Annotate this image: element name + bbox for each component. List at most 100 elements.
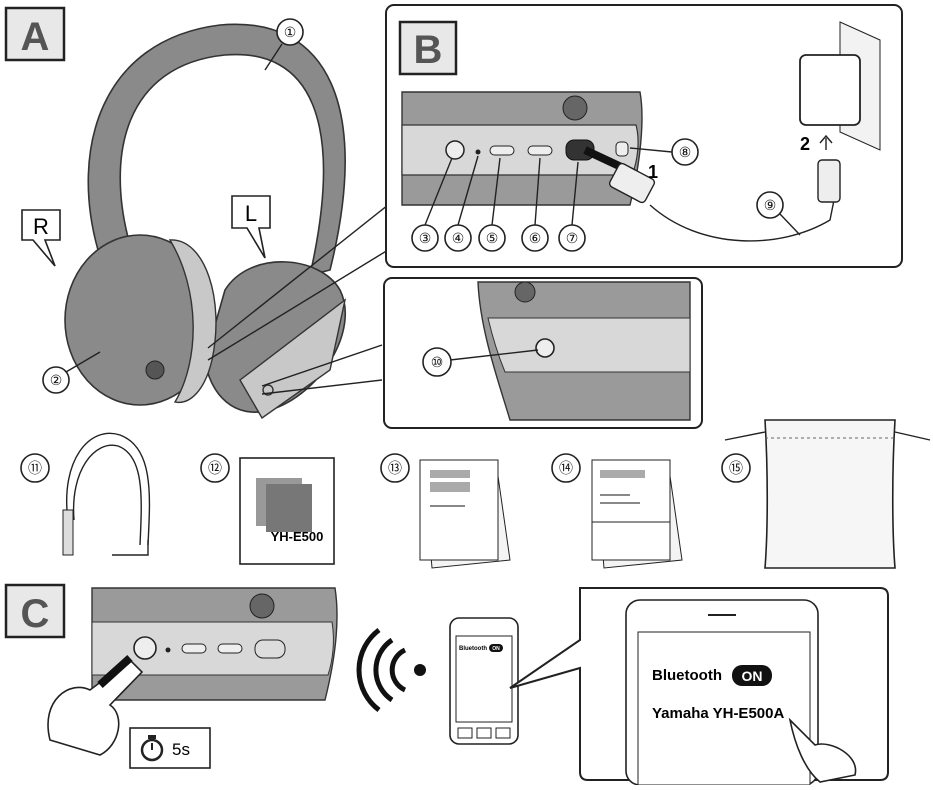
section-b-box bbox=[398, 20, 458, 76]
small-on-text: ON bbox=[492, 646, 500, 652]
audio-cable-coil bbox=[66, 432, 151, 546]
earcup-band-aux bbox=[487, 317, 691, 373]
vol-up-c-icon bbox=[181, 643, 207, 654]
callout-1 bbox=[276, 18, 304, 46]
callout-9-text: ⑨ bbox=[764, 197, 777, 213]
callout-12 bbox=[200, 453, 230, 483]
small-on-badge bbox=[489, 644, 503, 652]
aux-panel: ⑩ bbox=[383, 277, 703, 429]
mic-icon bbox=[615, 141, 629, 157]
carry-pouch bbox=[764, 419, 896, 569]
accessories-row: ⑪ ⑫ YH-E500 ⑬ ⑭ ⑮ bbox=[20, 419, 931, 569]
r-tag bbox=[21, 209, 61, 267]
callout-15-text: ⑮ bbox=[729, 460, 743, 476]
r-tag-label: R bbox=[33, 214, 49, 239]
device-name[interactable]: Yamaha YH-E500A bbox=[652, 705, 784, 722]
callout-6-text: ⑥ bbox=[529, 230, 542, 246]
yamaha-logo-b-icon bbox=[562, 95, 588, 121]
volume-up-button-icon bbox=[489, 145, 515, 156]
callout-5-text: ⑤ bbox=[486, 230, 499, 246]
stopwatch-icon bbox=[140, 738, 164, 762]
vol-down-c-icon bbox=[217, 643, 243, 654]
doc-13-line bbox=[430, 482, 470, 492]
smartphone-large-screen bbox=[637, 631, 811, 786]
doc-13-line bbox=[430, 470, 470, 478]
phone-nav-key bbox=[476, 727, 492, 739]
callout-12-text: ⑫ bbox=[208, 460, 222, 476]
section-c-box bbox=[4, 583, 66, 639]
section-a: A R L ① ② bbox=[4, 6, 389, 420]
box-graphic-front bbox=[266, 484, 312, 532]
callouts-b: ③ ④ ⑤ ⑥ ⑦ ⑧ ⑨ bbox=[411, 138, 801, 252]
doc-13-line bbox=[430, 505, 465, 507]
right-earcup-rim bbox=[168, 239, 217, 404]
callout-1-text: ① bbox=[284, 24, 297, 40]
callout-10 bbox=[422, 347, 452, 377]
aux-input-icon bbox=[535, 338, 555, 358]
callout-14-text: ⑭ bbox=[559, 460, 573, 476]
doc-14-line bbox=[600, 502, 640, 504]
l-tag-label: L bbox=[245, 201, 257, 226]
callout-7-text: ⑦ bbox=[566, 230, 579, 246]
yamaha-logo-icon bbox=[145, 360, 165, 380]
volume-down-button-icon bbox=[527, 145, 553, 156]
callout-3-text: ③ bbox=[419, 230, 432, 246]
press-arrow-icon bbox=[97, 655, 133, 688]
earcup-band-c bbox=[91, 621, 334, 676]
callout-13-text: ⑬ bbox=[388, 460, 402, 476]
led-c-icon bbox=[165, 647, 171, 653]
section-b-label: B bbox=[414, 28, 443, 72]
step-2-label: 2 bbox=[800, 134, 810, 154]
pouch-strings bbox=[724, 431, 931, 441]
section-c-label: C bbox=[21, 592, 50, 636]
power-button-c-icon bbox=[133, 636, 157, 660]
timer-label: 5s bbox=[172, 740, 190, 759]
callout-11-text: ⑪ bbox=[28, 460, 42, 476]
callout-2 bbox=[42, 366, 70, 394]
usb-plug-b-icon bbox=[608, 162, 656, 204]
step-1-label: 1 bbox=[648, 162, 658, 182]
audio-plug-angled-icon bbox=[112, 540, 149, 556]
indicator-led-icon bbox=[475, 149, 481, 155]
callout-14 bbox=[551, 453, 581, 483]
large-bt-label: Bluetooth bbox=[652, 667, 722, 684]
l-tag bbox=[231, 195, 271, 259]
callout-10-text: ⑩ bbox=[431, 354, 444, 370]
section-c: C 5s Bluetooth ON bbox=[4, 583, 889, 786]
section-b: B 1 2 ③ ④ ⑤ ⑥ bbox=[385, 4, 903, 268]
stopwatch-top bbox=[148, 735, 156, 739]
small-bt-label: Bluetooth bbox=[459, 646, 487, 652]
callout-9 bbox=[756, 191, 784, 219]
phone-nav-key bbox=[457, 727, 473, 739]
hand-tap-icon bbox=[788, 717, 857, 783]
callout-13 bbox=[380, 453, 410, 483]
power-button-icon bbox=[445, 140, 465, 160]
audio-plug-straight-icon bbox=[62, 509, 74, 556]
up-arrow-icon bbox=[819, 134, 833, 150]
callout-4-text: ④ bbox=[452, 230, 465, 246]
hand-press-icon bbox=[47, 658, 144, 756]
callout-8-text: ⑧ bbox=[679, 144, 692, 160]
large-on-text: ON bbox=[742, 668, 763, 684]
box-model-text: YH-E500 bbox=[271, 529, 324, 544]
doc-14-line bbox=[600, 494, 630, 496]
callout-11 bbox=[20, 453, 50, 483]
usb-cable bbox=[649, 194, 836, 242]
headband bbox=[87, 23, 346, 277]
yamaha-logo-c-icon bbox=[249, 593, 275, 619]
large-on-badge bbox=[732, 665, 772, 686]
usb-plug-adapter-icon bbox=[817, 159, 841, 203]
callout-15 bbox=[721, 453, 751, 483]
earcup-band-b bbox=[401, 124, 639, 176]
phone-nav-key bbox=[495, 727, 511, 739]
yamaha-logo-aux-icon bbox=[514, 281, 536, 303]
usb-adapter-icon bbox=[799, 54, 861, 126]
wireless-signal-icon bbox=[356, 628, 426, 712]
section-a-box bbox=[4, 6, 66, 62]
usb-port-c-icon bbox=[254, 639, 286, 659]
doc-14-line bbox=[600, 470, 645, 478]
callout-2-text: ② bbox=[50, 372, 63, 388]
section-a-label: A bbox=[21, 15, 50, 59]
smartphone-small-screen bbox=[455, 635, 513, 723]
